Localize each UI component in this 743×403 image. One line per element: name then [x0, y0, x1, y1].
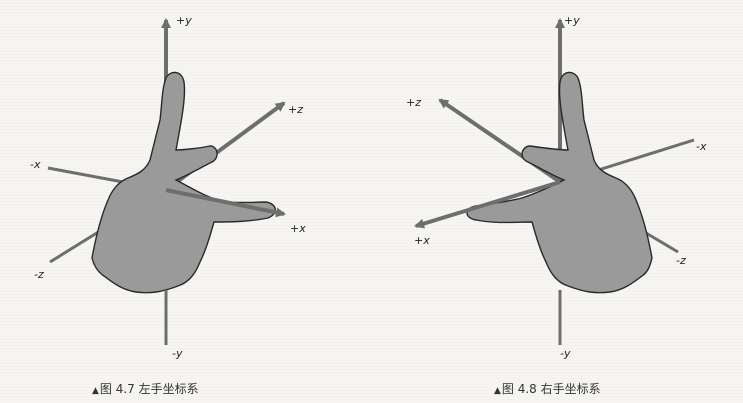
caption-right: ▲图 4.8 右手坐标系 — [494, 380, 601, 397]
label-minus-y: -y — [172, 347, 183, 360]
caption-left: ▲图 4.7 左手坐标系 — [92, 380, 199, 397]
label-plus-z: +z — [288, 103, 303, 116]
label-plus-x: +x — [414, 234, 430, 247]
caption-left-text: 图 4.7 左手坐标系 — [99, 382, 199, 396]
right-hand-diagram: +y -y +z -z -x +x — [406, 14, 707, 360]
axis-plus-x — [165, 188, 286, 218]
label-plus-y: +y — [176, 14, 192, 27]
label-minus-x: -x — [696, 140, 707, 153]
caption-right-text: 图 4.8 右手坐标系 — [501, 382, 601, 396]
label-minus-z: -z — [676, 254, 686, 267]
caption-marker: ▲ — [494, 386, 501, 396]
label-minus-x: -x — [30, 158, 41, 171]
left-hand-shape — [91, 71, 276, 294]
right-hand-figure: +y -y +z -z -x +x ▲图 4.8 右手坐标系 — [372, 0, 743, 403]
label-minus-z: -z — [34, 268, 44, 281]
left-hand-figure: +y -y +z -z -x +x ▲图 4.7 左手坐标系 — [30, 14, 306, 397]
axis-plus-x — [414, 180, 561, 229]
label-minus-y: -y — [560, 347, 571, 360]
label-plus-y: +y — [564, 14, 580, 27]
label-plus-z: +z — [406, 96, 421, 109]
caption-marker: ▲ — [92, 386, 99, 396]
left-hand-diagram: +y -y +z -z -x +x — [30, 14, 306, 360]
label-plus-x: +x — [290, 222, 306, 235]
